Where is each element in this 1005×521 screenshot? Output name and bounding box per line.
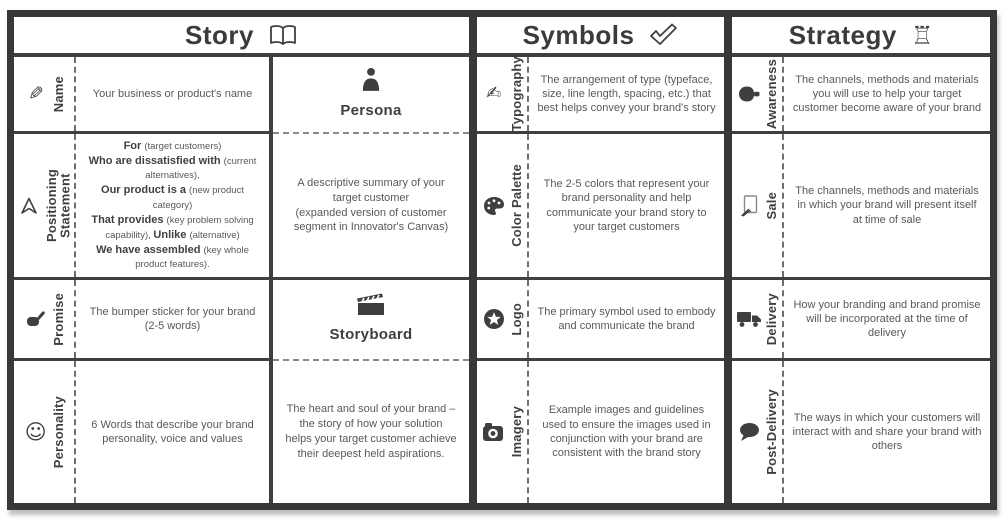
- panel-symbols: Symbols ✍ Typography The arrangement of ty…: [469, 17, 724, 503]
- row-label: Logo: [508, 302, 524, 336]
- symbols-title: Symbols: [522, 19, 635, 50]
- row-description: The primary symbol used to embody and co…: [537, 305, 716, 332]
- receipt-icon: [736, 194, 762, 217]
- panel-story: Story ✎ Name Your business or product's na…: [14, 17, 469, 503]
- palette-icon: [481, 196, 507, 216]
- canvas-row: Post-Delivery The ways in which your cust…: [732, 361, 990, 503]
- row-label-cell: Delivery: [732, 280, 784, 358]
- row-label-cell: Imagery: [477, 361, 529, 503]
- truck-icon: [736, 309, 762, 329]
- row-label-cell: ☺Personality: [14, 361, 76, 503]
- row-label: Positioning Statement: [43, 169, 73, 242]
- row-label: Awareness: [763, 58, 779, 130]
- row-label: Typography: [508, 56, 524, 132]
- row-label: Post-Delivery: [763, 389, 779, 475]
- canvas-row: Color Palette The 2-5 colors that represe…: [477, 134, 724, 280]
- strategy-title: Strategy: [788, 19, 897, 50]
- row-label: Promise: [50, 292, 66, 346]
- canvas-row: Logo The primary symbol used to embody an…: [477, 280, 724, 361]
- row-label: Color Palette: [508, 164, 524, 247]
- row-description: Your business or product's name: [92, 87, 253, 100]
- side-description-cell: The heart and soul of your brand – the s…: [285, 403, 457, 460]
- row-label: Delivery: [763, 292, 779, 346]
- pinky-promise-hand-icon: [23, 309, 49, 329]
- camera-icon: [481, 422, 507, 442]
- canvas-frame: Story ✎ Name Your business or product's na…: [7, 10, 997, 510]
- row-label-cell: ✎ Name: [14, 57, 76, 131]
- row-description: The channels, methods and materials you …: [792, 73, 982, 115]
- canvas-row: ✍ Typography The arrangement of type (type…: [477, 56, 724, 134]
- row-description: Example images and guidelines used to en…: [542, 404, 711, 460]
- pencil-icon: ✎: [27, 82, 44, 105]
- row-label-cell: Logo: [477, 280, 529, 358]
- row-label: Personality: [50, 395, 66, 469]
- smiley-icon: ☺: [24, 419, 47, 444]
- strategy-header: Strategy ♖: [732, 17, 990, 57]
- star-circle-icon: [481, 308, 507, 330]
- row-label-cell: Promise: [14, 280, 76, 358]
- story-side-column: Persona A descriptive summary of your tar…: [269, 57, 469, 503]
- row-label-cell: Positioning Statement: [14, 134, 76, 277]
- row-label-cell: Sale: [732, 134, 784, 277]
- megaphone-icon: [736, 85, 762, 103]
- canvas-row: Delivery How your branding and brand prom…: [732, 280, 990, 361]
- row-label-cell: Color Palette: [477, 134, 529, 277]
- canvas-row: Sale The channels, methods and materials …: [732, 134, 990, 280]
- side-description-cell: A descriptive summary of your target cus…: [273, 134, 469, 280]
- navigation-arrow-icon: [16, 197, 42, 215]
- chess-rook-icon: ♖: [910, 20, 934, 50]
- canvas-row: Promise The bumper sticker for your brand…: [14, 280, 269, 361]
- symbols-rows: ✍ Typography The arrangement of type (type…: [477, 56, 724, 503]
- row-description: For (target customers)Who are dissatisfi…: [88, 139, 257, 271]
- row-description: The ways in which your customers will in…: [792, 411, 982, 453]
- row-description: 6 Words that describe your brand persona…: [91, 418, 254, 445]
- story-header: Story: [14, 17, 469, 57]
- checkmark-icon: [648, 23, 678, 47]
- canvas-row: Imagery Example images and guidelines use…: [477, 361, 724, 503]
- person-icon: [358, 67, 384, 98]
- symbols-header: Symbols: [477, 17, 724, 57]
- side-label: Persona: [340, 102, 402, 120]
- canvas-row: ☺Personality 6 Words that describe your b…: [14, 361, 269, 503]
- row-description: The 2-5 colors that represent your brand…: [543, 177, 710, 233]
- canvas-row: Awareness The channels, methods and mater…: [732, 57, 990, 134]
- side-label-cell: Storyboard: [273, 280, 469, 361]
- row-label-cell: Awareness: [732, 57, 784, 131]
- row-label: Sale: [763, 191, 779, 220]
- row-description: The arrangement of type (typeface, size,…: [537, 73, 716, 115]
- row-description: The channels, methods and materials in w…: [795, 185, 979, 226]
- canvas-row: ✎ Name Your business or product's name: [14, 57, 269, 134]
- row-label: Name: [50, 75, 66, 113]
- row-description: The bumper sticker for your brand (2-5 w…: [89, 305, 256, 332]
- story-title: Story: [185, 19, 254, 50]
- side-label-cell: Persona: [273, 57, 469, 134]
- pen-writing-icon: ✍: [486, 83, 502, 104]
- canvas-row: Positioning Statement For (target custome…: [14, 134, 269, 280]
- row-label-cell: ✍ Typography: [477, 56, 529, 132]
- side-label: Storyboard: [329, 326, 413, 344]
- row-label-cell: Post-Delivery: [732, 361, 784, 503]
- speech-bubble-icon: [736, 422, 762, 442]
- clapperboard-icon: [356, 293, 386, 322]
- row-label: Imagery: [508, 406, 524, 458]
- row-description: How your branding and brand promise will…: [793, 298, 981, 340]
- open-book-icon: [268, 24, 298, 46]
